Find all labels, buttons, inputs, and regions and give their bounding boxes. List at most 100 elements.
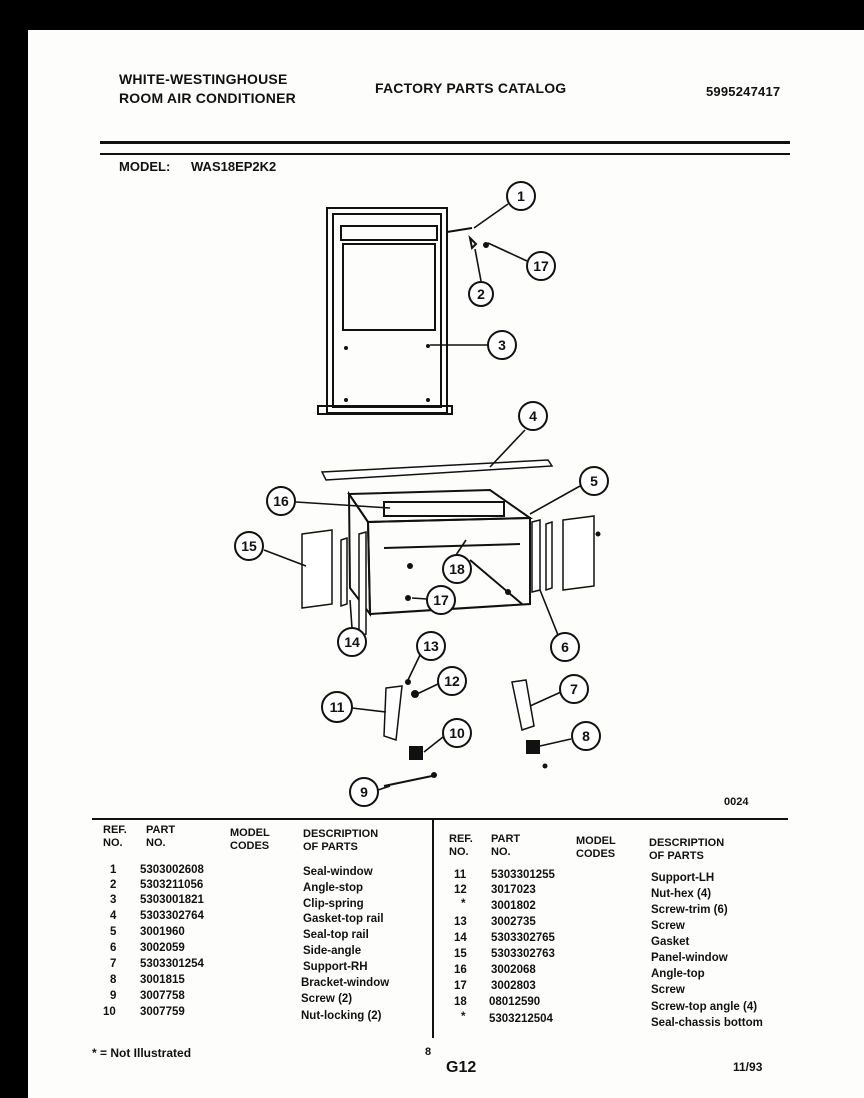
right-row-desc-18: Screw-top angle (4) (651, 1001, 758, 1013)
right-row-desc-11: Support-LH (651, 872, 715, 884)
left-row-part-7: 5303301254 (140, 958, 204, 970)
right-row-part-star-2: 5303212504 (489, 1013, 553, 1025)
header-rule-thin (100, 153, 790, 155)
right-row-desc-star-1: Screw-trim (6) (651, 904, 728, 916)
svg-text:13: 13 (423, 638, 439, 654)
left-row-part-8: 3001815 (140, 974, 185, 986)
svg-text:11: 11 (330, 699, 345, 715)
left-row-desc-9: Screw (2) (301, 993, 353, 1005)
left-row-part-3: 5303001821 (140, 894, 204, 906)
right-row-desc-13: Screw (651, 920, 685, 932)
svg-text:8: 8 (582, 728, 590, 744)
brand-line-2: ROOM AIR CONDITIONER (119, 90, 296, 106)
table-top-rule (92, 818, 788, 820)
left-row-desc-5: Seal-top rail (303, 929, 369, 941)
header-rule-thick (100, 141, 790, 144)
callout-17-chassis: 17 (426, 585, 456, 615)
svg-text:3: 3 (498, 337, 506, 353)
right-row-ref-18: 18 (454, 996, 467, 1008)
left-row-part-5: 3001960 (140, 926, 185, 938)
svg-text:16: 16 (273, 493, 289, 509)
left-row-ref-6: 6 (110, 942, 117, 954)
left-row-ref-2: 2 (110, 879, 117, 891)
left-row-ref-8: 8 (110, 974, 117, 986)
left-row-desc-2: Angle-stop (303, 882, 364, 894)
left-row-desc-8: Bracket-window (301, 977, 390, 989)
callout-9: 9 (349, 777, 379, 807)
leader-lines (263, 203, 581, 791)
left-row-ref-7: 7 (110, 958, 117, 970)
callout-3: 3 (487, 330, 517, 360)
left-row-desc-4: Gasket-top rail (303, 913, 384, 925)
right-row-part-13: 3002735 (491, 916, 536, 928)
right-row-ref-16: 16 (454, 964, 467, 976)
svg-text:5: 5 (590, 473, 598, 489)
callout-5: 5 (579, 466, 609, 496)
callout-13: 13 (416, 631, 446, 661)
left-row-ref-1: 1 (110, 864, 117, 876)
svg-text:14: 14 (344, 634, 360, 650)
left-row-ref-9: 9 (110, 990, 117, 1002)
left-row-desc-6: Side-angle (303, 945, 362, 957)
svg-text:7: 7 (570, 681, 578, 697)
callout-18: 18 (442, 554, 472, 584)
svg-text:4: 4 (529, 408, 537, 424)
right-row-part-15: 5303302763 (491, 948, 555, 960)
right-row-part-14: 5303302765 (491, 932, 555, 944)
right-row-part-11: 5303301255 (491, 869, 555, 881)
callout-6: 6 (550, 632, 580, 662)
right-row-ref-star-1: * (461, 898, 466, 910)
right-row-ref-11: 11 (454, 869, 467, 881)
left-row-part-10: 3007759 (140, 1006, 185, 1018)
svg-text:1: 1 (517, 188, 525, 204)
not-illustrated-note: * = Not Illustrated (92, 1046, 192, 1060)
callout-15: 15 (234, 531, 264, 561)
callout-16: 16 (266, 486, 296, 516)
right-row-desc-14: Gasket (651, 936, 690, 948)
exploded-parts-diagram: 1 17 2 3 4 5 16 15 18 17 14 6 13 12 11 7… (234, 181, 609, 807)
svg-text:6: 6 (561, 639, 569, 655)
right-row-part-18: 08012590 (489, 996, 541, 1008)
callout-12: 12 (437, 666, 467, 696)
right-row-ref-14: 14 (454, 932, 467, 944)
svg-text:9: 9 (360, 784, 368, 800)
table-column-divider (432, 820, 434, 1038)
svg-text:17: 17 (533, 258, 549, 274)
left-row-part-9: 3007758 (140, 990, 185, 1002)
callout-1: 1 (506, 181, 536, 211)
right-ref-header: REF.NO. (449, 833, 473, 858)
catalog-date: 11/93 (733, 1060, 763, 1074)
svg-text:2: 2 (477, 286, 485, 302)
callout-2: 2 (468, 281, 494, 307)
callout-17-top: 17 (526, 251, 556, 281)
left-row-ref-3: 3 (110, 894, 117, 906)
window-panel-drawing (317, 207, 489, 415)
svg-text:17: 17 (433, 592, 449, 608)
catalog-title: FACTORY PARTS CATALOG (375, 80, 567, 96)
top-rail-gasket-drawing (320, 459, 554, 481)
callout-4: 4 (518, 401, 548, 431)
right-row-ref-star-2: * (461, 1011, 466, 1023)
left-row-desc-1: Seal-window (303, 866, 373, 878)
svg-text:15: 15 (241, 538, 257, 554)
right-row-desc-12: Nut-hex (4) (651, 888, 712, 900)
catalog-number: 5995247417 (706, 84, 781, 99)
model-label: MODEL: (119, 159, 171, 174)
left-row-desc-10: Nut-locking (2) (301, 1010, 382, 1022)
right-row-part-17: 3002803 (491, 980, 536, 992)
svg-text:10: 10 (449, 725, 465, 741)
callout-8: 8 (571, 721, 601, 751)
left-row-ref-10: 10 (103, 1006, 116, 1018)
callout-7: 7 (559, 674, 589, 704)
right-row-part-star-1: 3001802 (491, 900, 536, 912)
support-hardware-drawing (383, 679, 548, 787)
left-row-part-1: 5303002608 (140, 864, 204, 876)
brand-line-1: WHITE-WESTINGHOUSE (119, 71, 288, 87)
diagram-code: 0024 (724, 796, 749, 808)
right-row-ref-15: 15 (454, 948, 467, 960)
